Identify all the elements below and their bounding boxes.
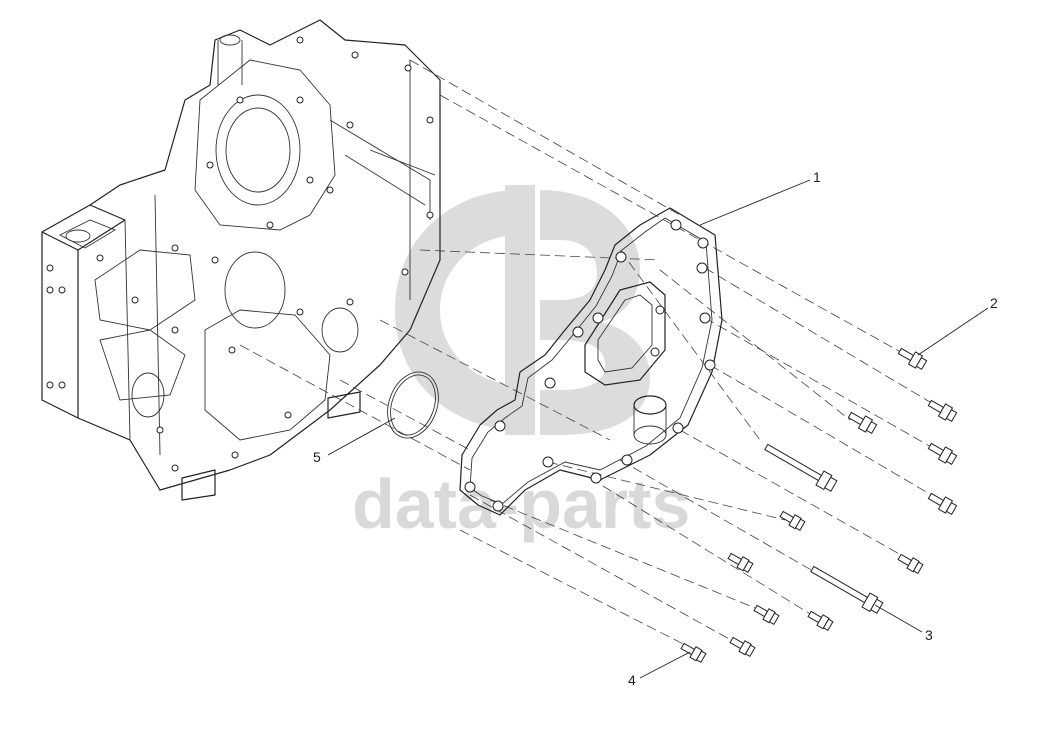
callout-1: 1 [813, 169, 821, 185]
o-ring [387, 371, 439, 439]
timing-case-housing [41, 19, 441, 501]
watermark: data-parts [352, 185, 690, 543]
bolt [847, 411, 878, 435]
bolt [727, 552, 754, 574]
bolts [680, 347, 958, 664]
alignment-lines [239, 59, 941, 651]
bolt-item-4 [680, 642, 707, 664]
bolt [927, 442, 958, 466]
bolt [927, 492, 958, 516]
watermark-text: data-parts [352, 465, 690, 543]
bolt [753, 604, 780, 626]
callout-2: 2 [990, 295, 998, 311]
leader-lines [327, 179, 989, 679]
bolt [927, 399, 958, 423]
watermark-logo [395, 185, 650, 435]
callout-3: 3 [925, 627, 933, 643]
bolt [897, 553, 924, 575]
bolt-item-2 [897, 347, 928, 371]
bolt [729, 636, 756, 658]
callout-5: 5 [313, 449, 321, 465]
long-bolt [764, 443, 838, 492]
callout-labels: 1 2 3 4 5 [313, 169, 998, 688]
bolt-item-3 [810, 565, 884, 614]
bolt [779, 510, 806, 532]
callout-4: 4 [628, 672, 636, 688]
bolt [807, 610, 834, 632]
front-cover-plate [459, 207, 723, 516]
